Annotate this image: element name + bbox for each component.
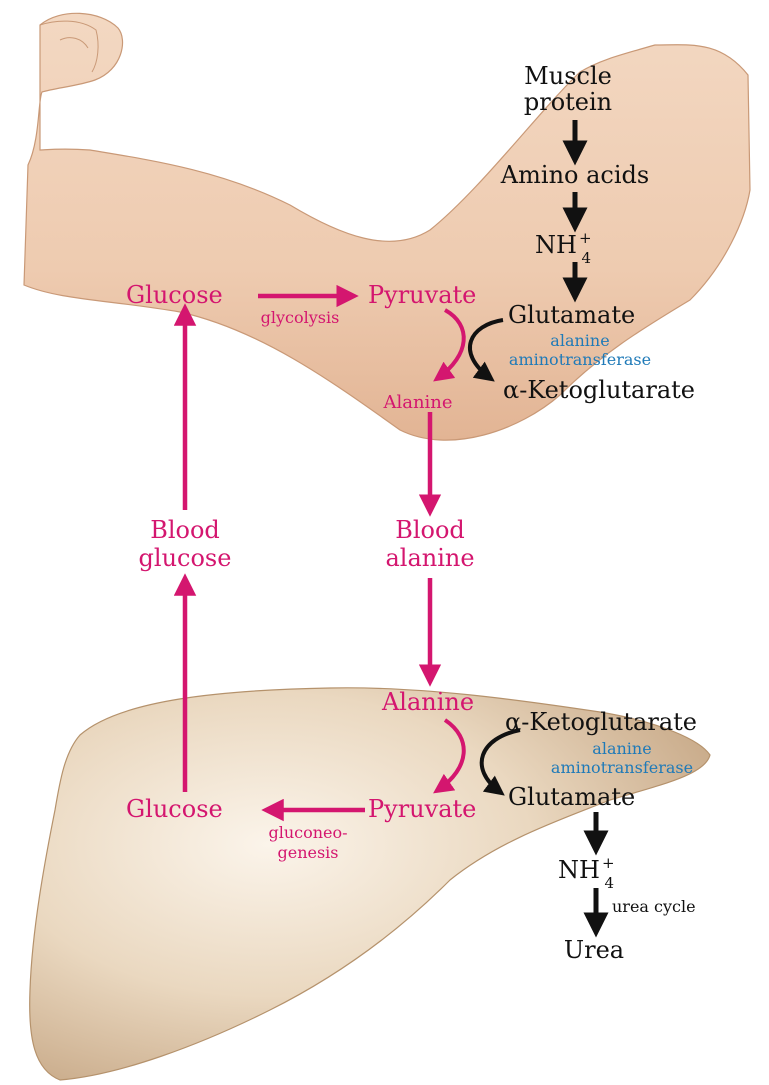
label-liver-ketoglutarate: α-Ketoglutarate — [505, 708, 697, 736]
label-gluconeogenesis-2: genesis — [277, 843, 338, 862]
label-liver-alanine: Alanine — [381, 688, 474, 716]
label-muscle-alanine: Alanine — [382, 392, 452, 413]
label-liver-glutamate: Glutamate — [508, 783, 635, 811]
label-urea: Urea — [564, 936, 624, 964]
label-muscle-glucose: Glucose — [126, 281, 223, 309]
label-amino-acids: Amino acids — [500, 161, 649, 189]
label-blood-glucose-1: Blood — [150, 516, 220, 544]
label-muscle-protein-1: Muscle — [524, 62, 612, 90]
label-glycolysis: glycolysis — [261, 308, 340, 327]
label-gluconeogenesis-1: gluconeo- — [268, 823, 347, 842]
label-muscle-ketoglutarate: α-Ketoglutarate — [503, 376, 695, 404]
label-muscle-enzyme-1: alanine — [550, 331, 609, 350]
label-blood-glucose-2: glucose — [139, 544, 232, 572]
label-muscle-enzyme-2: aminotransferase — [509, 350, 651, 369]
label-urea-cycle: urea cycle — [612, 897, 696, 916]
label-liver-nh4: NH+4 — [558, 854, 615, 892]
label-liver-pyruvate: Pyruvate — [368, 795, 476, 823]
label-muscle-pyruvate: Pyruvate — [368, 281, 476, 309]
label-blood-alanine-1: Blood — [395, 516, 465, 544]
label-muscle-protein-2: protein — [524, 88, 612, 116]
label-liver-enzyme-1: alanine — [592, 739, 651, 758]
label-liver-enzyme-2: aminotransferase — [551, 758, 693, 777]
label-liver-glucose: Glucose — [126, 795, 223, 823]
label-blood-alanine-2: alanine — [385, 544, 474, 572]
label-muscle-glutamate: Glutamate — [508, 301, 635, 329]
